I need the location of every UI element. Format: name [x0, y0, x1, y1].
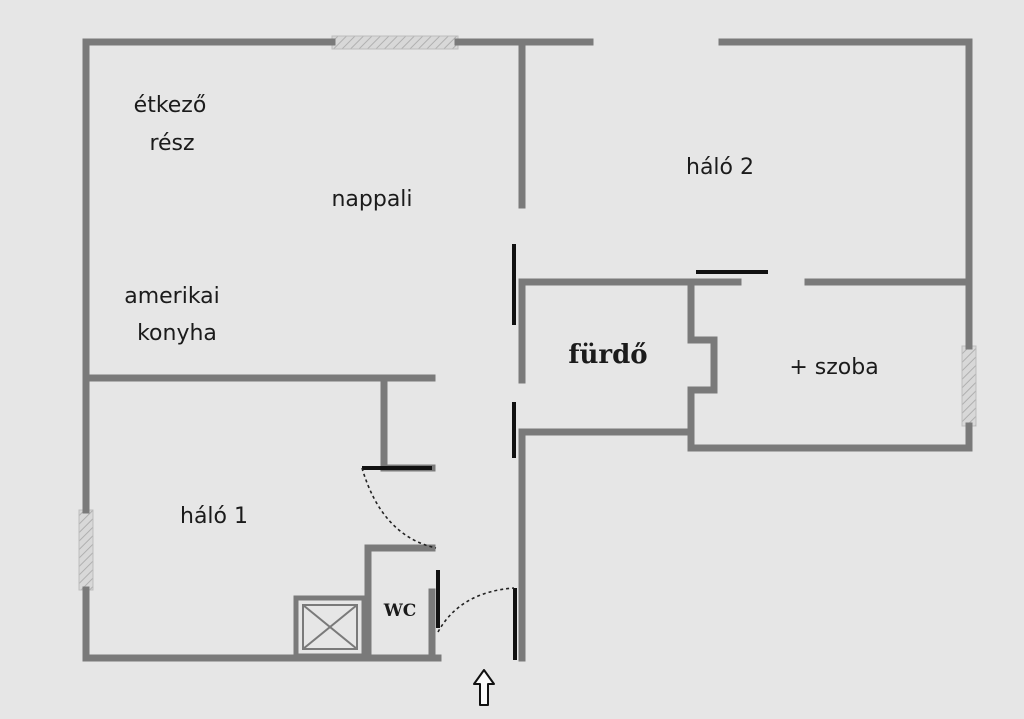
- label-wc: WC: [383, 601, 417, 621]
- label-halo2: háló 2: [686, 155, 754, 180]
- label-szoba: + szoba: [789, 355, 878, 380]
- label-halo1: háló 1: [180, 504, 248, 529]
- doors: [362, 244, 768, 660]
- door-swings: [361, 467, 515, 633]
- shower-box-icon: [293, 595, 367, 659]
- up-arrow-icon: [473, 669, 495, 706]
- window-top-left: [331, 35, 459, 50]
- label-konyha-line1: amerikai: [124, 284, 220, 309]
- label-konyha-line2: konyha: [137, 321, 217, 346]
- label-etkezo-line2: rész: [149, 131, 194, 156]
- label-furdo: fürdő: [568, 340, 647, 370]
- window-left: [78, 509, 94, 591]
- label-nappali: nappali: [331, 187, 412, 212]
- walls: [82, 38, 973, 662]
- window-right: [961, 345, 977, 427]
- label-etkezo-line1: étkező: [134, 93, 207, 118]
